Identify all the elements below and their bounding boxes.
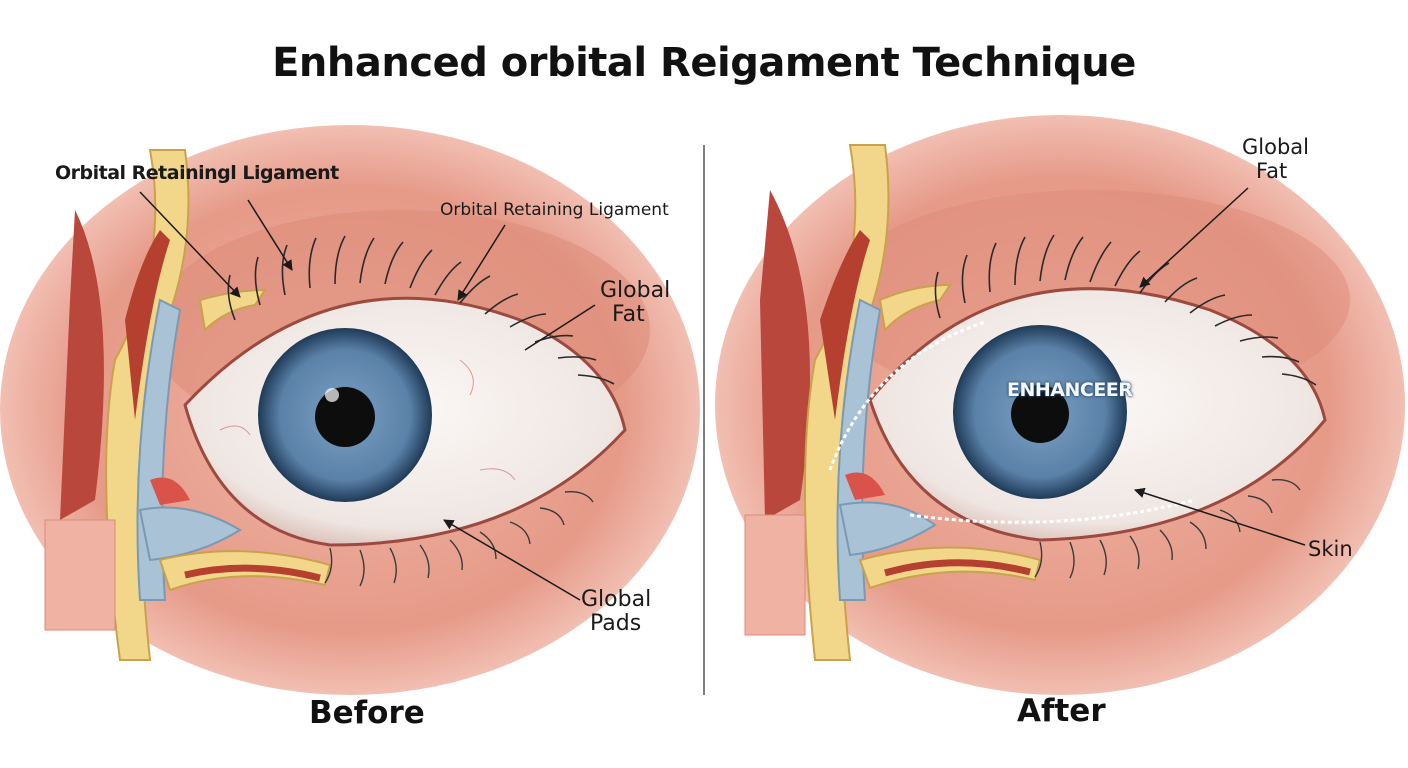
label-after-fat-line1: Global (1242, 135, 1309, 159)
before-vessels (219, 359, 516, 481)
before-upper-lashes (227, 235, 615, 385)
leader-lines (139, 187, 1306, 601)
before-nasal-anatomy (44, 149, 332, 661)
leader-before-pads (443, 519, 581, 601)
leader-after-skin (1134, 487, 1306, 546)
after-pupil (1011, 385, 1069, 443)
after-lower-suture (909, 498, 1196, 524)
leader-orl-regular (457, 224, 506, 301)
iris-enhancer-text: ENHANCEER (1007, 379, 1133, 401)
label-orbital-retaining-ligament-bold: Orbital Retainingl Ligament (55, 162, 339, 184)
leader-orl-bold-1 (139, 191, 241, 298)
leader-after-fat (1139, 187, 1249, 288)
label-before-pads-line2: Pads (590, 611, 642, 636)
label-before-pads-line1: Global (581, 587, 652, 612)
before-pupil (315, 387, 375, 447)
caption-after: After (1017, 693, 1106, 729)
label-orbital-retaining-ligament: Orbital Retaining Ligament (440, 200, 669, 220)
caption-before: Before (309, 695, 425, 731)
after-upper-suture (828, 320, 986, 471)
label-before-fat-line2: Fat (612, 302, 645, 327)
after-upper-lashes (934, 234, 1317, 386)
before-panel (0, 125, 700, 695)
after-panel (715, 115, 1405, 695)
before-eye-highlight (325, 388, 339, 402)
label-after-skin: Skin (1308, 537, 1353, 561)
leader-orl-bold-2 (247, 199, 293, 271)
figure-title: Enhanced orbital Reigament Technique (272, 40, 1136, 86)
after-lower-lashes (1034, 479, 1301, 579)
before-lower-lashes (324, 491, 594, 587)
label-before-fat-line1: Global (600, 278, 671, 303)
leader-before-fat (524, 304, 596, 351)
label-after-fat-line2: Fat (1256, 159, 1288, 183)
